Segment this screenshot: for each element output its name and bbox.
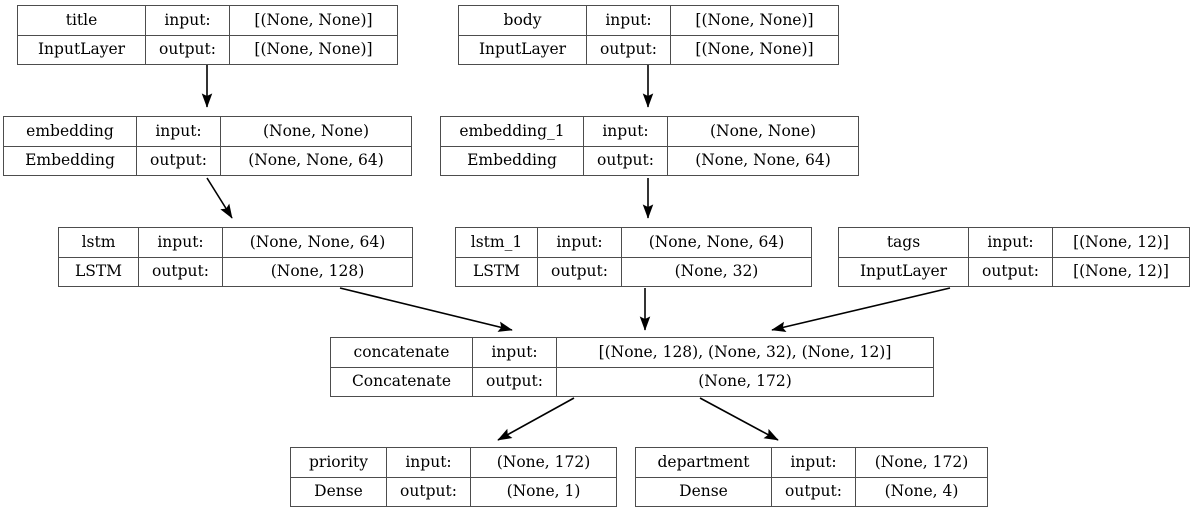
node-body-input-label: input: [587,6,671,35]
node-concatenate-class: Concatenate [331,367,473,396]
node-embedding-1-input-label: input: [584,117,668,146]
node-embedding-name: embedding [4,117,137,146]
node-embedding-1-input-row: embedding_1 input: (None, None) [441,117,858,147]
node-lstm-output-row: LSTM output: (None, 128) [59,257,412,286]
node-department-output-label: output: [772,477,856,506]
edge-tags-to-concatenate [771,287,951,333]
node-embedding-1-output-label: output: [584,146,668,175]
node-embedding-output-row: Embedding output: (None, None, 64) [4,146,411,175]
node-tags-input-row: tags input: [(None, 12)] [839,228,1189,258]
node-department-input-label: input: [772,448,856,477]
edge-embedding-to-lstm [206,177,233,219]
node-embedding-1-output-row: Embedding output: (None, None, 64) [441,146,858,175]
node-department-input-row: department input: (None, 172) [636,448,987,478]
node-concatenate-input-row: concatenate input: [(None, 128), (None, … [331,338,933,368]
node-lstm-1-input-row: lstm_1 input: (None, None, 64) [456,228,811,258]
node-concatenate[interactable]: concatenate input: [(None, 128), (None, … [330,337,934,397]
edge-concatenate-to-priority [497,397,575,441]
node-body-output-label: output: [587,35,671,64]
node-lstm-input-label: input: [139,228,223,257]
node-embedding-class: Embedding [4,146,137,175]
node-priority-input-shape: (None, 172) [496,452,591,471]
node-lstm-output-label: output: [139,257,223,286]
node-tags-output-row: InputLayer output: [(None, 12)] [839,257,1189,286]
node-concatenate-name: concatenate [331,338,473,367]
node-tags-input-shape: [(None, 12)] [1073,232,1169,251]
node-embedding-1-input-shape: (None, None) [709,121,817,140]
node-lstm-input-shape: (None, None, 64) [249,232,386,251]
node-lstm-1-output-shape: (None, 32) [674,262,759,280]
node-priority-input-label: input: [387,448,471,477]
node-priority-output-row: Dense output: (None, 1) [291,477,616,506]
node-lstm-1-output-label: output: [538,257,622,286]
node-concatenate-output-label: output: [473,367,557,396]
node-department-name: department [636,448,772,477]
node-concatenate-output-shape: (None, 172) [698,372,792,390]
node-lstm-input-row: lstm input: (None, None, 64) [59,228,412,258]
node-tags[interactable]: tags input: [(None, 12)] InputLayer outp… [838,227,1190,287]
edge-concatenate-to-department [699,397,779,441]
node-embedding-1-class: Embedding [441,146,584,175]
node-lstm[interactable]: lstm input: (None, None, 64) LSTM output… [58,227,413,287]
node-department-class: Dense [636,477,772,506]
node-priority-class: Dense [291,477,387,506]
node-embedding-output-shape: (None, None, 64) [248,151,384,169]
node-tags-output-label: output: [969,257,1053,286]
node-embedding-input-label: input: [137,117,221,146]
node-priority-input-row: priority input: (None, 172) [291,448,616,478]
node-title-output-row: InputLayer output: [(None, None)] [18,35,397,64]
node-embedding-input-row: embedding input: (None, None) [4,117,411,147]
node-embedding-1-output-shape: (None, None, 64) [695,151,831,169]
node-lstm-1-input-shape: (None, None, 64) [648,232,785,251]
node-embedding-1-name: embedding_1 [441,117,584,146]
node-lstm-class: LSTM [59,257,139,286]
node-department-output-row: Dense output: (None, 4) [636,477,987,506]
node-concatenate-input-shape: [(None, 128), (None, 32), (None, 12)] [598,342,892,361]
node-lstm-1-input-label: input: [538,228,622,257]
node-concatenate-output-row: Concatenate output: (None, 172) [331,367,933,396]
node-embedding-input-shape: (None, None) [262,121,370,140]
node-embedding-output-label: output: [137,146,221,175]
node-lstm-1-output-row: LSTM output: (None, 32) [456,257,811,286]
node-title-input-shape: [(None, None)] [254,10,373,29]
node-body-name: body [459,6,587,35]
node-tags-output-shape: [(None, 12)] [1073,262,1169,280]
node-title-output-label: output: [146,35,230,64]
node-lstm-name: lstm [59,228,139,257]
node-tags-name: tags [839,228,969,257]
node-body-input-row: body input: [(None, None)] [459,6,838,36]
node-lstm-output-shape: (None, 128) [270,262,365,280]
node-body[interactable]: body input: [(None, None)] InputLayer ou… [458,5,839,65]
node-title-class: InputLayer [18,35,146,64]
node-body-output-row: InputLayer output: [(None, None)] [459,35,838,64]
node-embedding-1[interactable]: embedding_1 input: (None, None) Embeddin… [440,116,859,176]
node-body-output-shape: [(None, None)] [695,40,814,58]
node-title[interactable]: title input: [(None, None)] InputLayer o… [17,5,398,65]
node-title-input-row: title input: [(None, None)] [18,6,397,36]
node-lstm-1-name: lstm_1 [456,228,538,257]
node-title-output-shape: [(None, None)] [254,40,373,58]
node-embedding[interactable]: embedding input: (None, None) Embedding … [3,116,412,176]
node-body-input-shape: [(None, None)] [695,10,814,29]
node-body-class: InputLayer [459,35,587,64]
node-lstm-1[interactable]: lstm_1 input: (None, None, 64) LSTM outp… [455,227,812,287]
node-title-input-label: input: [146,6,230,35]
node-department-output-shape: (None, 4) [884,482,959,500]
node-priority-output-shape: (None, 1) [506,482,581,500]
node-tags-input-label: input: [969,228,1053,257]
node-lstm-1-class: LSTM [456,257,538,286]
node-priority[interactable]: priority input: (None, 172) Dense output… [290,447,617,507]
node-priority-name: priority [291,448,387,477]
node-priority-output-label: output: [387,477,471,506]
node-department-input-shape: (None, 172) [874,452,969,471]
edge-lstm-to-concatenate [339,287,513,332]
node-title-name: title [18,6,146,35]
node-concatenate-input-label: input: [473,338,557,367]
node-department[interactable]: department input: (None, 172) Dense outp… [635,447,988,507]
node-tags-class: InputLayer [839,257,969,286]
